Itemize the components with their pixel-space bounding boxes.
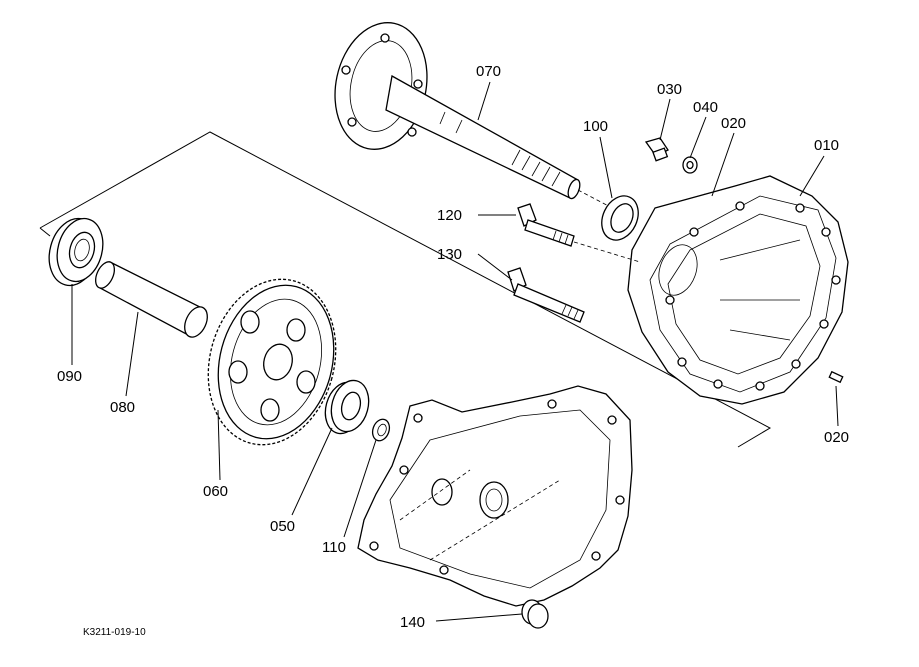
- callout-130: 130: [437, 246, 462, 263]
- dowel-pin-part-lower: [828, 370, 844, 384]
- callout-090: 090: [57, 368, 82, 385]
- callout-110: 110: [322, 539, 346, 556]
- callout-030: 030: [657, 81, 682, 98]
- callout-100: 100: [583, 118, 608, 135]
- snap-ring-110-part: [371, 418, 391, 442]
- callout-070: 070: [476, 63, 501, 80]
- oil-seal-part: [601, 195, 639, 241]
- callout-labels: 070 100 030 040 020 010 120 130 090 080 …: [57, 63, 849, 638]
- assembly-boundary: [39, 131, 772, 448]
- drawing-code: K3211-019-10: [83, 627, 146, 638]
- callout-120: 120: [437, 207, 462, 224]
- leader-lines: [71, 81, 839, 622]
- transmission-case-part: [627, 175, 849, 405]
- bolt-120-part: [517, 203, 641, 263]
- callout-080: 080: [110, 399, 135, 416]
- axle-shaft-part: [334, 22, 621, 213]
- bearing-050-part: [324, 379, 370, 435]
- callout-050: 050: [270, 518, 295, 535]
- plug-bolt-part: [644, 137, 669, 162]
- callout-060: 060: [203, 483, 228, 500]
- plug-140-part: [521, 599, 549, 629]
- callout-140: 140: [400, 614, 425, 631]
- washer-part: [682, 156, 698, 174]
- gear-case-housing-part: [357, 385, 633, 607]
- gear-060-part: [207, 278, 337, 446]
- sleeve-080-part: [94, 261, 208, 338]
- bolt-130-part: [507, 267, 585, 323]
- callout-010: 010: [814, 137, 839, 154]
- callout-020-lower: 020: [824, 429, 849, 446]
- callout-020-upper: 020: [721, 115, 746, 132]
- callout-040: 040: [693, 99, 718, 116]
- bearing-090-part: [48, 217, 104, 287]
